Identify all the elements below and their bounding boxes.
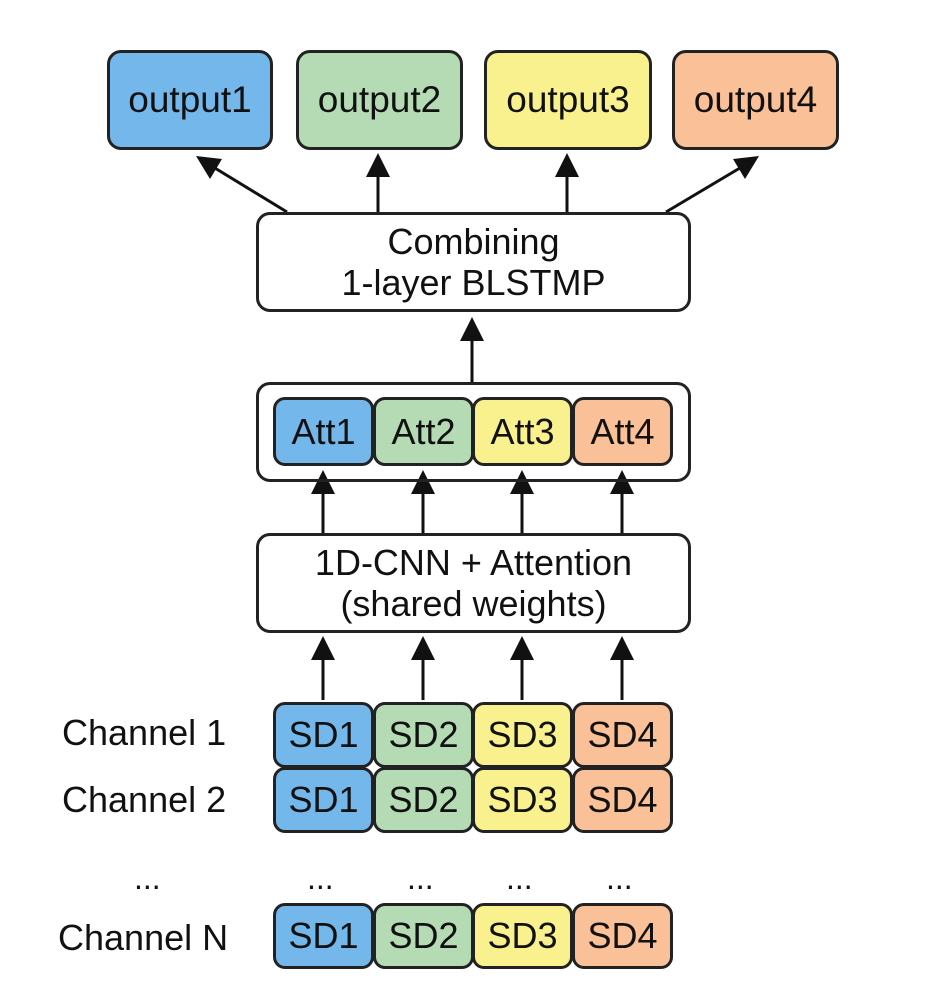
channel-n-sd2: SD2 <box>373 903 474 969</box>
arrowhead <box>366 153 390 177</box>
arrowhead <box>510 636 534 660</box>
channel-1-sd3: SD3 <box>472 702 573 768</box>
arrowhead <box>411 636 435 660</box>
channel-2-label: Channel 2 <box>62 779 227 820</box>
att2-box: Att2 <box>373 397 474 466</box>
channel-1-sd1: SD1 <box>273 702 374 768</box>
ellipsis-label: ... <box>134 860 161 896</box>
arrowhead <box>510 470 534 494</box>
channel-2-sd3: SD3 <box>472 767 573 833</box>
combining-blstmp-box: Combining 1-layer BLSTMP <box>256 212 691 312</box>
channel-1-label: Channel 1 <box>62 712 227 753</box>
output2-box: output2 <box>296 50 463 150</box>
output1-box: output1 <box>107 50 273 150</box>
channel-1-sd4: SD4 <box>572 702 673 768</box>
combining-line1: Combining <box>387 220 560 262</box>
attention-group-frame <box>256 382 691 482</box>
att1-box: Att1 <box>273 397 374 466</box>
output4-box: output4 <box>672 50 839 150</box>
channel-n-sd3: SD3 <box>472 903 573 969</box>
arrowhead <box>610 470 634 494</box>
arrowhead <box>610 636 634 660</box>
arrowhead <box>311 636 335 660</box>
arrowhead <box>555 153 579 177</box>
att4-box: Att4 <box>572 397 673 466</box>
att3-box: Att3 <box>472 397 573 466</box>
output3-box: output3 <box>484 50 652 150</box>
arrow-combining-output1 <box>204 160 288 214</box>
ellipsis-col2: ... <box>407 860 434 896</box>
channel-n-sd4: SD4 <box>572 903 673 969</box>
arrowhead <box>196 156 222 179</box>
ellipsis-col4: ... <box>606 860 633 896</box>
channel-n-label: Channel N <box>58 917 229 958</box>
arrowhead <box>733 156 759 179</box>
arrowhead <box>411 470 435 494</box>
arrowhead <box>460 317 484 341</box>
arrowhead <box>311 470 335 494</box>
ellipsis-col1: ... <box>307 860 334 896</box>
channel-n-sd1: SD1 <box>273 903 374 969</box>
cnn-attention-box: 1D-CNN + Attention (shared weights) <box>256 533 691 633</box>
combining-line2: 1-layer BLSTMP <box>341 262 606 303</box>
channel-2-sd1: SD1 <box>273 767 374 833</box>
cnn-line1: 1D-CNN + Attention <box>314 541 633 583</box>
channel-2-sd2: SD2 <box>373 767 474 833</box>
channel-2-sd4: SD4 <box>572 767 673 833</box>
channel-1-sd2: SD2 <box>373 702 474 768</box>
arrow-combining-output4 <box>665 160 751 214</box>
cnn-line2: (shared weights) <box>340 583 607 624</box>
ellipsis-col3: ... <box>506 860 533 896</box>
